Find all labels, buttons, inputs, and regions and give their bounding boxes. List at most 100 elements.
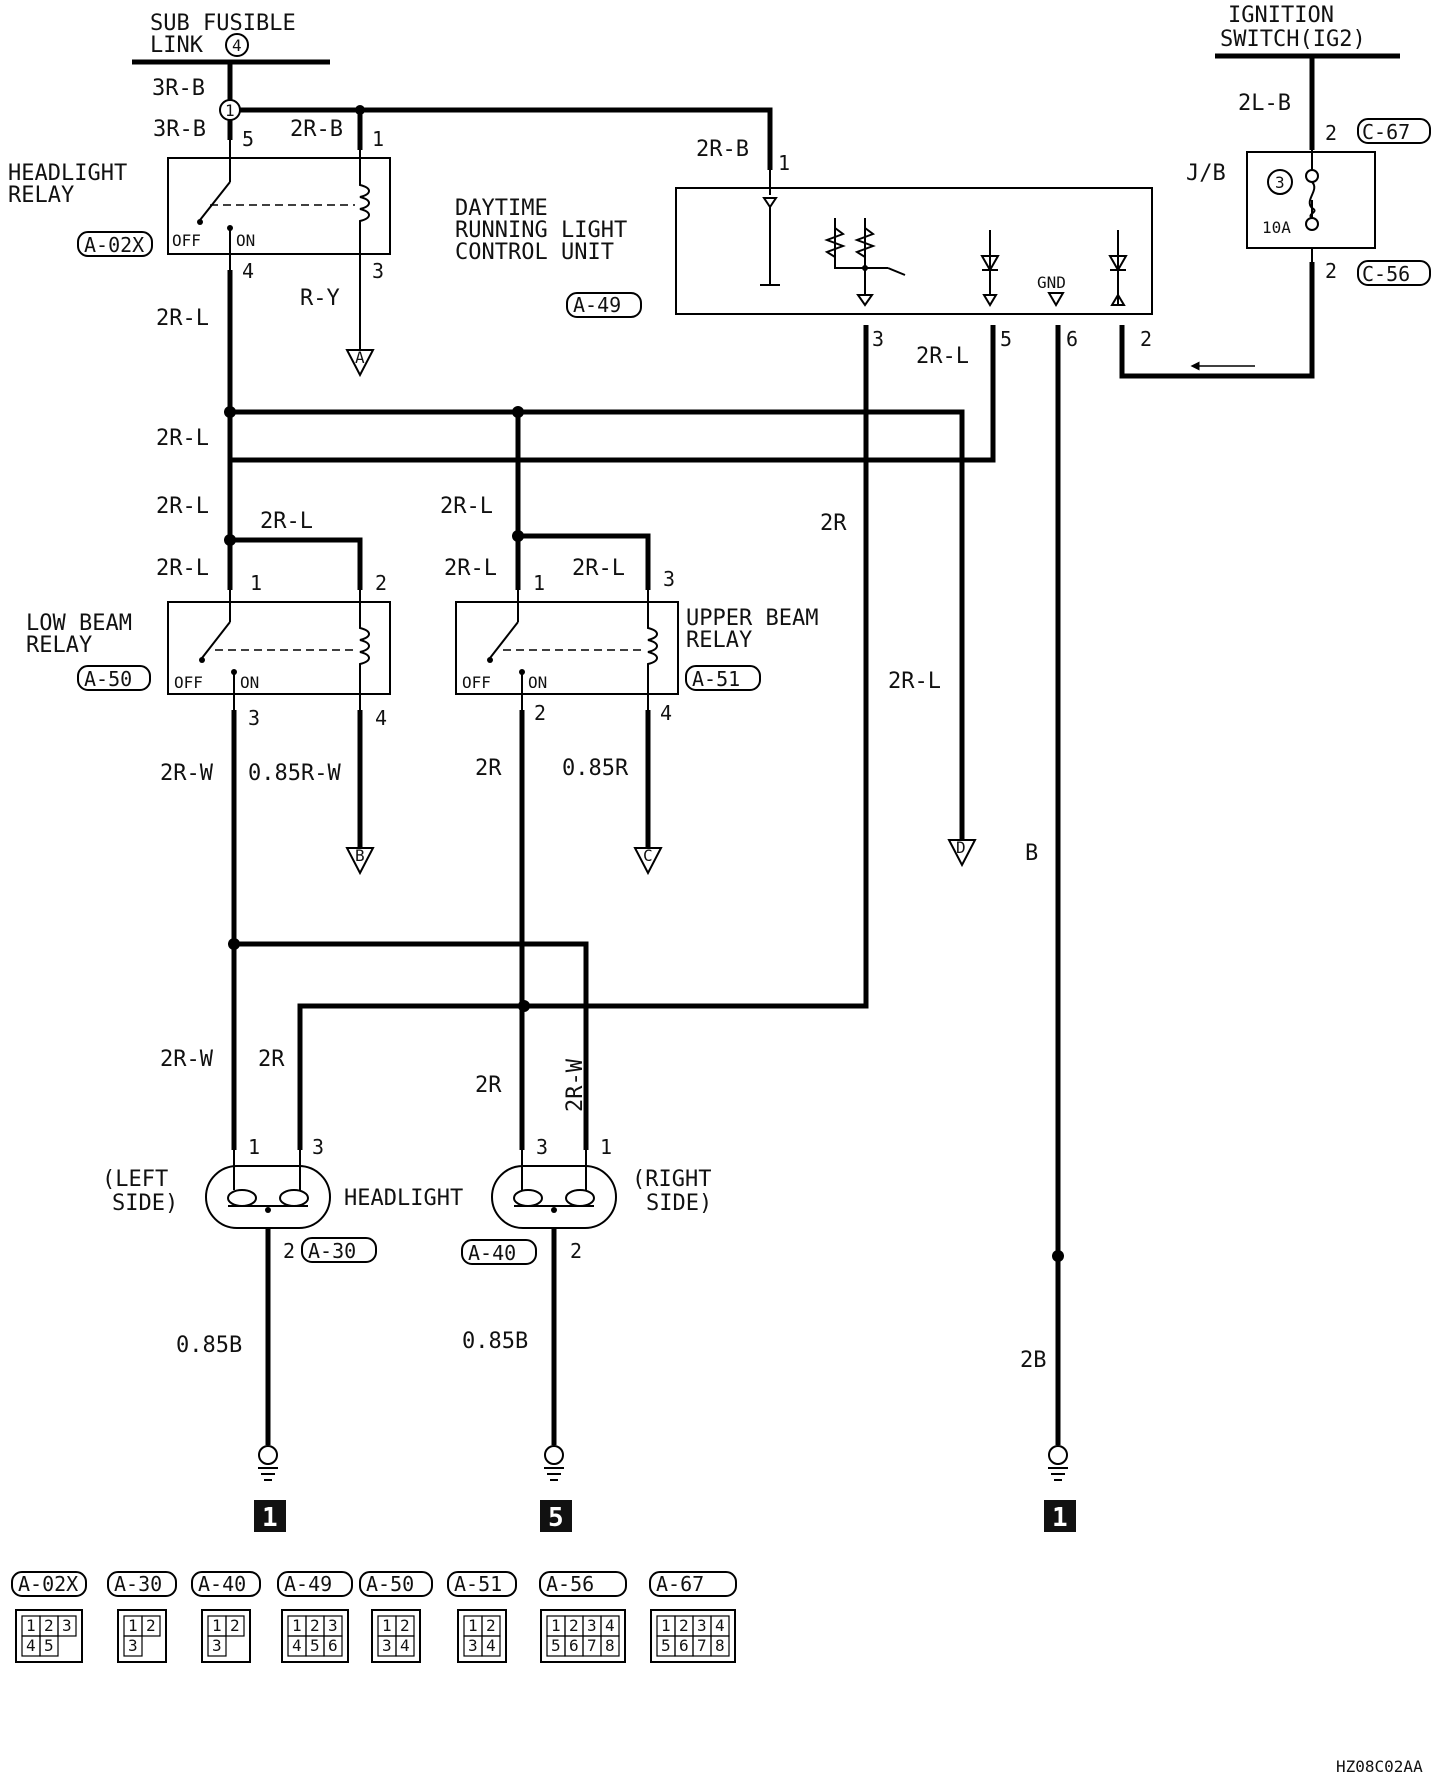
jb-conn-top: C-67 xyxy=(1362,120,1410,144)
connector-key-cell-label-6-3: 4 xyxy=(605,1616,615,1635)
hl-left-dot xyxy=(265,1207,271,1213)
wire-label-2rw-b: 2R-W xyxy=(160,1047,214,1072)
headlight-relay-on: ON xyxy=(236,231,255,250)
ground-lines-5 xyxy=(544,1467,564,1481)
ref-b-triangle xyxy=(345,847,375,876)
ignition-switch: IGNITION SWITCH(IG2) xyxy=(1215,3,1400,59)
connector-key-cell-label-0-4: 5 xyxy=(44,1636,54,1655)
hl-right-leads xyxy=(521,1150,587,1190)
upper-beam-pin-2: 2 xyxy=(534,701,546,725)
connector-key-cell-5-3 xyxy=(481,1635,501,1657)
headlight-relay-label-2: RELAY xyxy=(8,183,74,208)
drl-pin-1: 1 xyxy=(778,151,790,175)
low-beam-pin-4: 4 xyxy=(375,706,387,730)
drl-gnd-symbol xyxy=(1047,292,1065,307)
low-switch-arm xyxy=(201,621,231,659)
hl-right-pin-2: 2 xyxy=(570,1239,582,1263)
ground-number-1b: 1 xyxy=(1052,1503,1068,1533)
hl-right-filament-2 xyxy=(565,1189,595,1207)
drl-pin-2: 2 xyxy=(1140,327,1152,351)
ref-a-triangle xyxy=(345,349,375,378)
connector-key-cell-label-6-2: 3 xyxy=(587,1616,597,1635)
connector-key-cell-label-1-1: 2 xyxy=(146,1616,156,1635)
wire-label-2rl-f: 2R-L xyxy=(260,509,313,534)
fusible-link-label-2: LINK xyxy=(150,33,204,58)
low-beam-box xyxy=(167,601,391,695)
connector-badge-c56 xyxy=(1357,260,1431,286)
connector-key-cell-label-2-0: 1 xyxy=(212,1616,222,1635)
connector-key-cell-0-2 xyxy=(57,1615,77,1637)
relay-contact-off xyxy=(197,219,203,225)
hl-left-filament-1 xyxy=(227,1189,257,1207)
connector-key-cell-label-0-2: 3 xyxy=(62,1616,72,1635)
connector-key-cell-label-3-3: 4 xyxy=(292,1636,302,1655)
low-beam-relay: LOW BEAM RELAY A-50 1 2 OFF ON 3 4 xyxy=(26,571,391,730)
drl-internal-diode-2 xyxy=(1108,230,1128,306)
connector-key-cell-label-6-6: 7 xyxy=(587,1636,597,1655)
wire-label-2rl-d: 2R-L xyxy=(888,669,941,694)
upper-beam-label-2: RELAY xyxy=(686,628,752,653)
ground-number-5: 5 xyxy=(548,1503,564,1533)
ground-symbol-1b xyxy=(1048,1445,1068,1465)
ground-badge-1b xyxy=(1044,1500,1076,1532)
ground-badge-5 xyxy=(540,1500,572,1532)
connector-key-cell-label-3-4: 5 xyxy=(310,1636,320,1655)
connector-key-badge-1 xyxy=(107,1571,177,1597)
wire-label-2rl-e: 2R-L xyxy=(156,494,209,519)
connector-key-label-1: A-30 xyxy=(114,1572,162,1596)
connector-key-body-3 xyxy=(281,1609,349,1663)
wire-label-b: B xyxy=(1025,841,1038,866)
hl-left-conn: A-30 xyxy=(308,1239,356,1263)
connector-key-cell-1-1 xyxy=(141,1615,161,1637)
drl-internal-dot xyxy=(862,265,868,271)
hl-left-body xyxy=(205,1165,331,1229)
connector-key-label-2: A-40 xyxy=(198,1572,246,1596)
drl-pin-3: 3 xyxy=(872,327,884,351)
drl-label-3: CONTROL UNIT xyxy=(455,240,614,265)
hl-right-filament-1 xyxy=(513,1189,543,1207)
connector-key-badge-3 xyxy=(277,1571,353,1597)
connector-key-cell-label-4-1: 2 xyxy=(400,1616,410,1635)
connector-key-cell-label-6-7: 8 xyxy=(605,1636,615,1655)
wire-label-2r-b: 2R xyxy=(258,1047,285,1072)
connector-key-cell-label-5-2: 3 xyxy=(468,1636,478,1655)
ignition-label-2: SWITCH(IG2) xyxy=(1220,27,1366,52)
connector-key-cell-label-6-0: 1 xyxy=(551,1616,561,1635)
upper-beam-on: ON xyxy=(528,673,547,692)
jb-pin-bottom: 2 xyxy=(1325,259,1337,283)
connector-key-body-4 xyxy=(371,1609,421,1663)
wire-label-2rl-c: 2R-L xyxy=(916,344,969,369)
hl-left-side-1: (LEFT xyxy=(102,1167,168,1192)
low-beam-pin-2: 2 xyxy=(375,571,387,595)
ref-d: D xyxy=(956,838,966,857)
wire-label-3rb-relay: 3R-B xyxy=(153,117,206,142)
hl-left-filament-2 xyxy=(279,1189,309,1207)
upper-beam-off: OFF xyxy=(462,673,491,692)
fuse-number-circle xyxy=(1267,169,1293,195)
connector-badge-a50 xyxy=(77,665,151,691)
low-beam-off: OFF xyxy=(174,673,203,692)
wire-label-085b-right: 0.85B xyxy=(462,1329,528,1354)
hl-right-pin-3: 3 xyxy=(536,1135,548,1159)
wire-label-2rl-g: 2R-L xyxy=(156,556,209,581)
connector-key-badge-6 xyxy=(539,1571,627,1597)
connector-key-cell-7-7 xyxy=(710,1635,730,1657)
connector-key-cell-label-4-0: 1 xyxy=(382,1616,392,1635)
connector-key-cell-label-2-2: 3 xyxy=(212,1636,222,1655)
drl-pin-6: 6 xyxy=(1066,327,1078,351)
wire-label-2rl-j: 2R-L xyxy=(572,556,625,581)
wire-2rw-right xyxy=(234,941,589,1150)
wire-label-2rw-a: 2R-W xyxy=(160,761,214,786)
headlight-relay-label-1: HEADLIGHT xyxy=(8,161,127,186)
hl-right-conn: A-40 xyxy=(468,1241,516,1265)
connector-key-cell-label-4-3: 4 xyxy=(400,1636,410,1655)
ref-c-triangle xyxy=(633,847,663,876)
splice-g xyxy=(1052,1250,1064,1262)
junction-block: J/B 3 10A xyxy=(1186,150,1376,262)
connector-key-cell-label-0-1: 2 xyxy=(44,1616,54,1635)
low-beam-pin-3: 3 xyxy=(248,706,260,730)
wire-label-2b: 2B xyxy=(1020,1348,1047,1373)
junction-1-label: 1 xyxy=(225,101,235,120)
connector-badge-a40 xyxy=(461,1239,537,1265)
connector-key-cell-label-7-2: 3 xyxy=(697,1616,707,1635)
